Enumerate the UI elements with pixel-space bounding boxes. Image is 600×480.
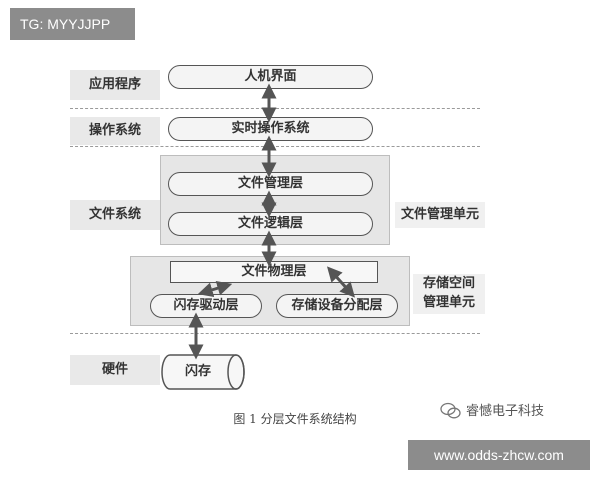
flash-driver-layer-box: 闪存驱动层 xyxy=(150,294,262,318)
flash-label: 闪存 xyxy=(184,364,211,379)
watermark-text: 睿憾电子科技 xyxy=(466,404,545,419)
storage-mgmt-unit-label-line1: 存储空间 xyxy=(422,276,475,291)
arrow-physical-driver xyxy=(197,280,233,298)
url-tag: www.odds-zhcw.com xyxy=(408,440,590,470)
figure-caption: 图 1 分层文件系统结构 xyxy=(233,412,357,426)
layer-label-application: 应用程序 xyxy=(70,70,160,100)
storage-mgmt-unit-label-line2: 管理单元 xyxy=(422,295,475,310)
top-tag: TG: MYYJJPP xyxy=(10,8,135,40)
layer-label-os: 操作系统 xyxy=(70,117,160,145)
flash-cylinder-icon xyxy=(161,354,245,390)
wechat-icon xyxy=(440,402,462,420)
arrow-physical-alloc xyxy=(326,266,356,298)
separator-dashed xyxy=(70,333,480,334)
layer-label-filesystem: 文件系统 xyxy=(70,200,160,230)
file-physical-layer-box: 文件物理层 xyxy=(170,261,378,283)
storage-alloc-layer-box: 存储设备分配层 xyxy=(276,294,398,318)
layer-label-hardware: 硬件 xyxy=(70,355,160,385)
storage-mgmt-unit-label: 存储空间 管理单元 xyxy=(413,274,485,314)
file-mgmt-unit-label: 文件管理单元 xyxy=(395,202,485,228)
